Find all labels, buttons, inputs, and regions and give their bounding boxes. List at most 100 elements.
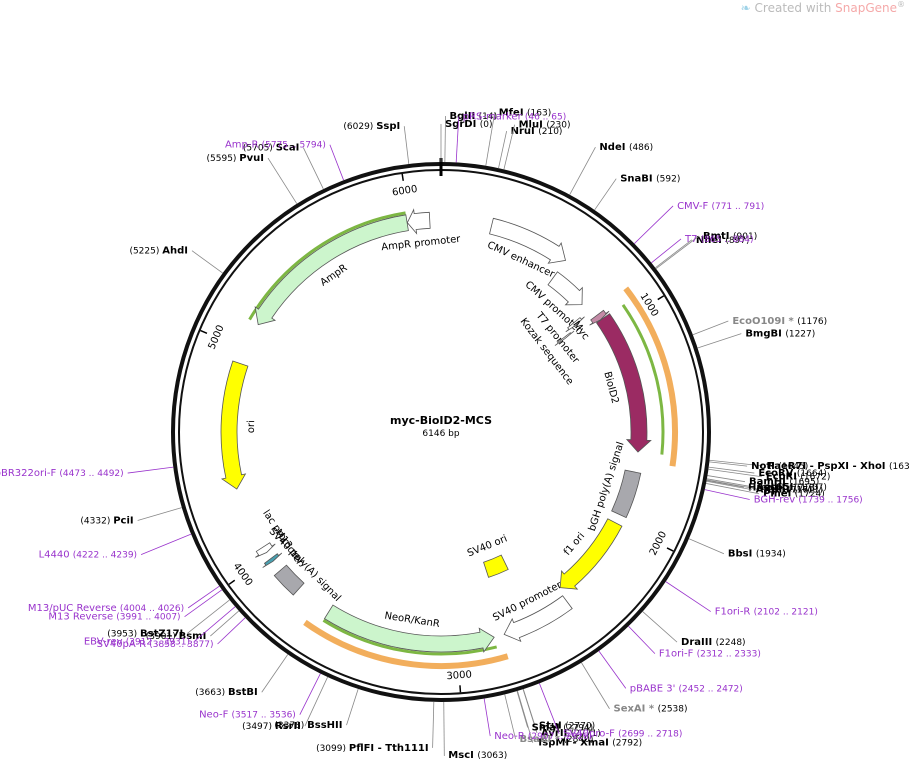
enzyme-label[interactable]: SmaI (2794) <box>532 723 594 734</box>
site-leader-line <box>187 585 220 609</box>
feature-bgh-poly-a-signal[interactable] <box>611 469 642 519</box>
enzyme-label[interactable]: EcoRV (1664) <box>758 468 827 479</box>
enzyme-label[interactable]: (3497) RsrII <box>242 721 301 732</box>
enzyme-label[interactable]: MfeI (163) <box>499 107 552 118</box>
feature-kozak-sequence[interactable] <box>554 330 575 346</box>
enzyme-label[interactable]: KpnI (1711) <box>764 484 823 495</box>
primer-label[interactable]: L4440 (4222 .. 4239) <box>39 550 137 561</box>
primer-label[interactable]: SV40pro-F (2699 .. 2718) <box>563 729 682 740</box>
primer-label[interactable]: M13 Reverse (3991 .. 4007) <box>48 612 180 623</box>
enzyme-name: MscI <box>448 750 477 761</box>
enzyme-label[interactable]: (6029) SspI <box>343 121 400 132</box>
enzyme-label[interactable]: (3663) BstBI <box>195 687 258 698</box>
enzyme-label[interactable]: SexAI * (2538) <box>614 704 688 715</box>
primer-label[interactable]: SV40pA-R (3858 .. 3877) <box>97 639 214 650</box>
enzyme-label[interactable]: SgrDI (0) <box>445 119 493 130</box>
enzyme-label[interactable]: BsaBI * (2840) <box>520 734 594 745</box>
primer-label[interactable]: pBABE 3' (2452 .. 2472) <box>630 683 743 694</box>
enzyme-label[interactable]: HindIII (1713) <box>748 482 819 493</box>
enzyme-position: (2538) <box>658 705 688 715</box>
enzyme-name: EcoRI <box>766 472 801 483</box>
site-leader-line <box>655 235 700 269</box>
enzyme-label[interactable]: BamHI (1695) <box>749 477 819 488</box>
feature-lac-promoter[interactable] <box>255 542 276 558</box>
enzyme-label[interactable]: NheI (897) <box>696 235 750 246</box>
enzyme-label[interactable]: NruI (210) <box>511 126 563 137</box>
feature-sv40-ori[interactable] <box>483 554 509 578</box>
orf-arc <box>621 303 665 455</box>
enzyme-label[interactable]: StuI (2770) <box>539 720 595 731</box>
enzyme-label[interactable]: SnaBI (592) <box>620 174 680 185</box>
primer-name: pBR322ori-F <box>0 468 59 479</box>
enzyme-label[interactable]: (3099) PflFI - Tth111I <box>316 743 429 754</box>
site-leader-line <box>503 124 516 170</box>
enzyme-position: (3099) <box>316 744 349 754</box>
enzyme-label[interactable]: EcoO109I * (1176) <box>732 316 827 327</box>
primer-label[interactable]: EBV-rev (3912 .. 3931) <box>84 637 190 648</box>
enzyme-label[interactable]: (3378) BssHII <box>274 720 342 731</box>
feature-t7-promoter[interactable] <box>565 316 585 333</box>
feature-cmv-enhancer[interactable] <box>489 217 566 264</box>
feature-ampr[interactable] <box>254 214 409 326</box>
primer-label[interactable]: F1ori-F (2312 .. 2333) <box>659 649 761 660</box>
enzyme-label[interactable]: PaeR7I - PspXI - XhoI (1639) <box>767 461 909 472</box>
enzyme-label[interactable]: BbsI (1934) <box>728 549 786 560</box>
enzyme-label[interactable]: DraIII (2248) <box>681 637 746 648</box>
feature-myc[interactable] <box>589 309 610 326</box>
primer-label[interactable]: F1ori-R (2102 .. 2121) <box>715 607 818 618</box>
enzyme-name: NotI <box>751 461 778 472</box>
enzyme-name: AvrII <box>541 728 571 739</box>
primer-label[interactable]: Amp-R (5775 .. 5794) <box>225 140 326 151</box>
enzyme-label[interactable]: TspMI - XmaI (2792) <box>537 738 642 749</box>
enzyme-label[interactable]: (3901) BsmI <box>146 631 207 642</box>
primer-label[interactable]: CMV-F (771 .. 791) <box>677 201 764 212</box>
primer-label[interactable]: pRS-marker (46 .. 65) <box>463 111 566 122</box>
feature-neor-kanr[interactable] <box>323 604 495 653</box>
site-label-layer[interactable]: (6029) SspI (5705) ScaI(5595) PvuI (5225) … <box>0 107 909 761</box>
enzyme-label[interactable]: AflII (1716) <box>756 485 812 496</box>
site-leader-line <box>299 673 321 715</box>
enzyme-label[interactable]: EcoRI (1672) <box>766 472 830 483</box>
feature-f1-ori[interactable] <box>559 518 623 590</box>
enzyme-label[interactable]: MscI (3063) <box>448 750 507 761</box>
enzyme-label[interactable]: AvrII (2771) <box>541 728 601 739</box>
primer-label[interactable]: Neo-F (3517 .. 3536) <box>199 710 296 721</box>
enzyme-label[interactable]: (5595) PvuI <box>207 153 264 164</box>
feature-ampr-promoter[interactable] <box>406 208 431 235</box>
enzyme-label[interactable]: Acc65I (1707) <box>756 482 827 493</box>
enzyme-label[interactable]: PmeI (1724) <box>763 489 825 500</box>
primer-label[interactable]: BGH-rev (1739 .. 1756) <box>754 494 863 505</box>
primer-label[interactable]: M13/pUC Reverse (4004 .. 4026) <box>28 603 184 614</box>
site-leader-line <box>304 676 328 727</box>
enzyme-label[interactable]: MluI (230) <box>519 120 571 131</box>
primer-range: (2699 .. 2718) <box>618 730 682 740</box>
primer-label[interactable]: Neo-R (2907 .. 2926) <box>494 731 592 742</box>
site-leader-line <box>706 480 752 491</box>
enzyme-label[interactable]: (5225) AhdI <box>129 246 188 257</box>
enzyme-label[interactable]: NotI (1645) <box>751 461 808 472</box>
site-leader-line <box>217 617 246 645</box>
primer-name: EBV-rev <box>84 637 126 648</box>
feature-bioid2[interactable] <box>595 313 652 453</box>
orf-arc <box>248 211 406 321</box>
enzyme-label[interactable]: NdeI (486) <box>599 142 653 153</box>
feature-cmv-promoter[interactable] <box>547 271 583 306</box>
enzyme-label[interactable]: (3953) BstZ17I <box>107 628 183 639</box>
enzyme-label[interactable]: BglII (14) <box>450 111 498 122</box>
orf-arc <box>303 619 509 669</box>
enzyme-position: (3497) <box>242 722 275 732</box>
enzyme-label[interactable]: BmgBI (1227) <box>745 329 815 340</box>
enzyme-name: NheI <box>696 235 725 246</box>
primer-label[interactable]: pBR322ori-F (4473 .. 4492) <box>0 468 124 479</box>
tick-label: 2000 <box>648 530 669 558</box>
enzyme-label[interactable]: BmtI (901) <box>703 231 757 242</box>
feature-sv40-poly-a-signal[interactable] <box>273 564 305 596</box>
enzyme-label[interactable]: (5705) ScaI <box>243 143 299 154</box>
primer-label[interactable]: T7 (865 .. 884) <box>684 234 753 245</box>
enzyme-position: (2770) <box>565 721 595 731</box>
feature-sv40-promoter[interactable] <box>503 595 573 643</box>
feature-m13-rev[interactable] <box>262 552 283 568</box>
feature-ori[interactable] <box>220 360 249 490</box>
enzyme-label[interactable]: (4332) PciI <box>80 515 133 526</box>
